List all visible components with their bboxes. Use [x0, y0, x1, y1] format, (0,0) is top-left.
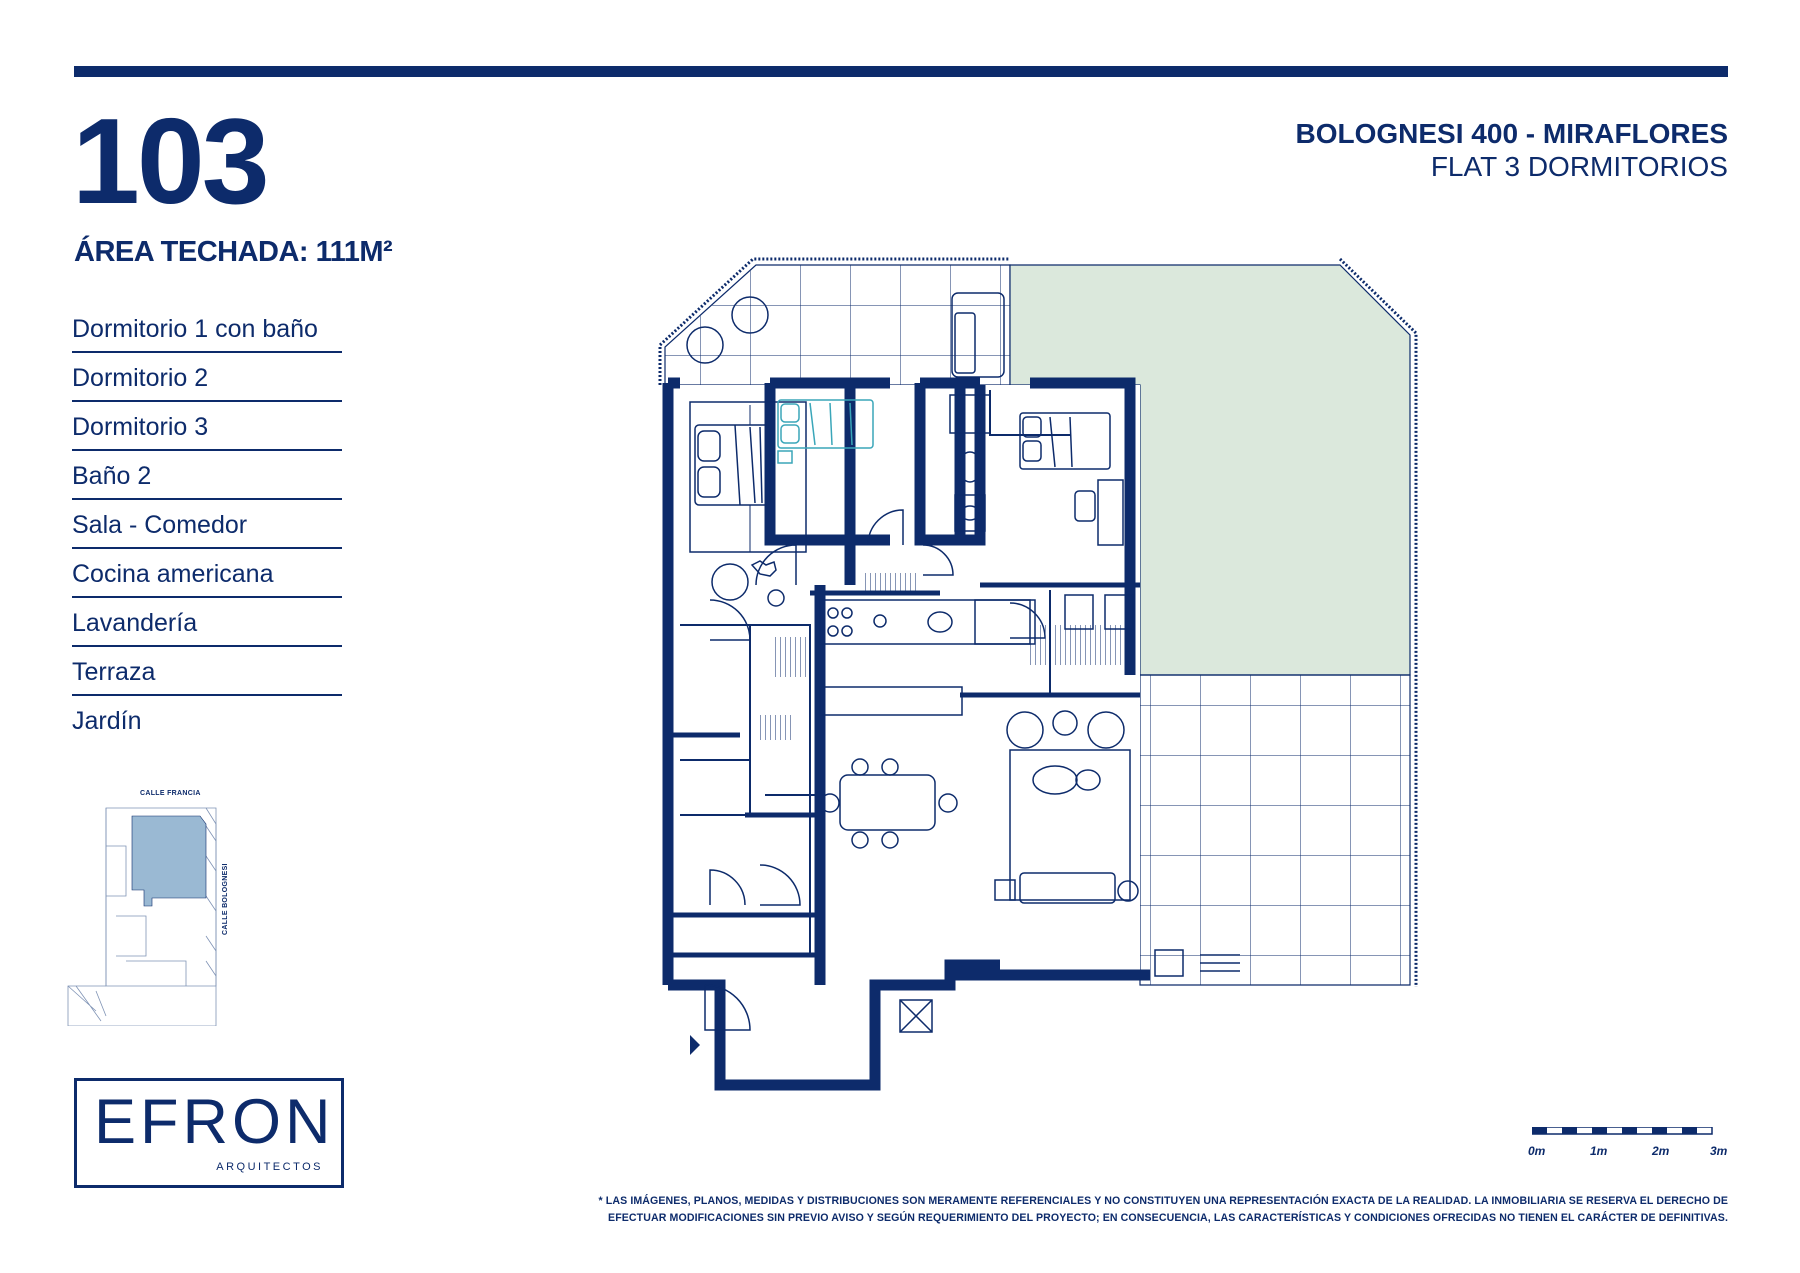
- disclaimer-line: EFECTUAR MODIFICACIONES SIN PREVIO AVISO…: [608, 1212, 1728, 1224]
- terrace-furniture: [686, 292, 1005, 378]
- logo-subtitle: ARQUITECTOS: [216, 1161, 323, 1173]
- covered-area-label: ÁREA TECHADA: 111M²: [74, 236, 393, 268]
- bedroom-3-furniture: [1019, 412, 1124, 546]
- room-item: Baño 2: [72, 451, 342, 500]
- room-item: Dormitorio 3: [72, 402, 342, 451]
- disclaimer-line: * LAS IMÁGENES, PLANOS, MEDIDAS Y DISTRI…: [598, 1195, 1728, 1207]
- room-item: Sala - Comedor: [72, 500, 342, 549]
- terrace-railing: [658, 257, 1418, 987]
- logo-name: EFRON: [94, 1087, 335, 1157]
- room-item: Lavandería: [72, 598, 342, 647]
- kitchen-counter: [819, 594, 1134, 645]
- unit-location-highlight: [131, 815, 207, 907]
- room-item: Cocina americana: [72, 549, 342, 598]
- room-item: Terraza: [72, 647, 342, 696]
- legal-disclaimer: * LAS IMÁGENES, PLANOS, MEDIDAS Y DISTRI…: [468, 1193, 1728, 1227]
- unit-number: 103: [72, 93, 270, 229]
- terrace-top: [664, 264, 1011, 386]
- bedroom-1-furniture: [689, 401, 807, 607]
- scale-label: 1m: [1590, 1144, 1608, 1158]
- terrace-right-fixtures: [1154, 949, 1240, 977]
- project-title: BOLOGNESI 400 - MIRAFLORES: [1295, 118, 1729, 149]
- scale-label: 2m: [1652, 1144, 1670, 1158]
- scale-label: 0m: [1528, 1144, 1546, 1158]
- entrance-arrow: [690, 1035, 700, 1055]
- street-label-top: CALLE FRANCIA: [140, 790, 201, 797]
- scale-label: 3m: [1710, 1144, 1728, 1158]
- site-location-map: [67, 807, 217, 1026]
- floor-plan: [658, 257, 1418, 1091]
- bedroom-2-furniture: [777, 399, 874, 464]
- room-item: Dormitorio 1 con baño: [72, 304, 342, 353]
- dining-table: [820, 758, 958, 849]
- project-subtitle: FLAT 3 DORMITORIOS: [1430, 151, 1728, 182]
- living-room-furniture: [994, 710, 1139, 904]
- room-list: Dormitorio 1 con baño Dormitorio 2 Dormi…: [72, 304, 342, 745]
- room-item: Jardín: [72, 707, 142, 735]
- bathroom-fixtures: [949, 394, 991, 532]
- scale-bar: [1532, 1127, 1713, 1135]
- efron-logo: EFRON ARQUITECTOS: [74, 1078, 344, 1188]
- room-item: Dormitorio 2: [72, 353, 342, 402]
- street-label-side: CALLE BOLOGNESI: [222, 863, 229, 935]
- kitchen-island: [819, 686, 963, 716]
- terrace-right: [1139, 674, 1411, 986]
- top-rule: [74, 66, 1728, 77]
- service-shaft: [899, 999, 933, 1033]
